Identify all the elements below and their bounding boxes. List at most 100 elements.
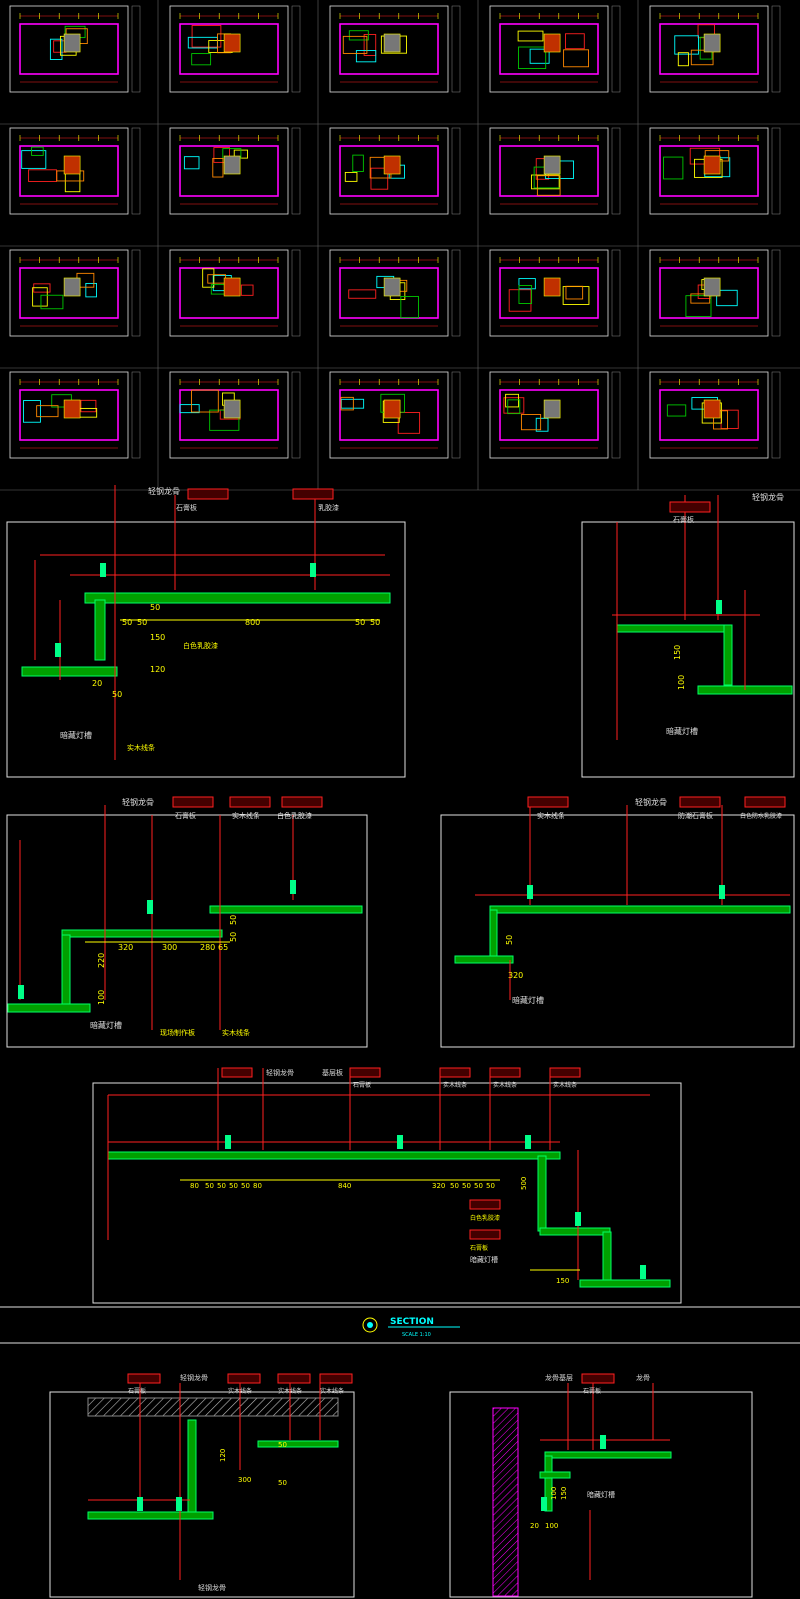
tag-box (229, 796, 271, 808)
dim-text: 50 (355, 618, 365, 627)
plan-wall (19, 23, 119, 75)
plan-wall (19, 389, 119, 441)
label-wood: 实木线条 (278, 1387, 302, 1395)
title-strip (611, 249, 621, 337)
hanger (137, 1497, 143, 1511)
room-outline (340, 396, 354, 411)
sheet-frame (9, 127, 129, 215)
plan-wall (339, 145, 439, 197)
tag-box (292, 488, 334, 500)
room-outline (397, 412, 421, 434)
label-gypsum: 石膏板 (673, 515, 694, 524)
soffit-drop (544, 1455, 553, 1512)
dim-text: 150 (556, 1277, 569, 1285)
dim-text: 50 (474, 1182, 483, 1190)
lower-board (579, 1279, 671, 1288)
sheet-frame (169, 249, 289, 337)
dim-text: 65 (218, 943, 228, 952)
hanger (225, 1135, 231, 1149)
tag-box (439, 1067, 471, 1078)
room-outline (505, 393, 519, 408)
plan-feature (223, 33, 241, 53)
tag-box (127, 1373, 161, 1384)
hanger (55, 643, 61, 657)
plan-wall (19, 145, 119, 197)
tag-box (187, 488, 229, 500)
dim-text: 100 (545, 1522, 558, 1530)
label-white-latex: 白色乳胶漆 (183, 641, 218, 650)
soffit-drop (61, 934, 71, 1006)
dim-text: 50 (241, 1182, 250, 1190)
soffit-drop (94, 599, 106, 661)
label-hidden-light: 暗藏灯槽 (587, 1490, 615, 1499)
dim-text: 50 (486, 1182, 495, 1190)
plan-feature (383, 277, 401, 297)
dim-text: 50 (505, 935, 514, 945)
room-outline (191, 53, 212, 66)
room-outline (663, 156, 684, 180)
label-keel-base: 龙骨基层 (545, 1373, 573, 1382)
dim-text: 320 (432, 1182, 445, 1190)
room-outline (352, 154, 364, 172)
room-outline (716, 289, 738, 307)
tag-box (527, 796, 569, 808)
detail-7-frame (449, 1391, 753, 1598)
plan-wall (659, 23, 759, 75)
hanger (541, 1497, 547, 1511)
section-scale: SCALE 1:10 (402, 1332, 431, 1338)
room-outline (507, 399, 521, 415)
plan-wall (339, 389, 439, 441)
sheet-frame (9, 371, 129, 459)
plan-feature (223, 155, 241, 175)
floor-plan-sheet-grid (0, 0, 800, 491)
lower-board (454, 955, 514, 964)
plan-feature (63, 277, 81, 297)
detail-2: 轻钢龙骨 石膏板 暗藏灯槽 150 100 (581, 492, 795, 778)
title-strip (451, 5, 461, 93)
label-gypsum: 石膏板 (128, 1387, 146, 1395)
sheet-frame (489, 5, 609, 93)
title-strip (771, 127, 781, 215)
room-outline (191, 389, 219, 413)
room-outline (713, 410, 728, 430)
room-outline (183, 156, 200, 170)
title-strip (771, 371, 781, 459)
title-strip (291, 127, 301, 215)
room-outline (565, 33, 585, 50)
tag-box (469, 1199, 501, 1210)
dim-text: 280 (200, 943, 215, 952)
dim-text: 100 (550, 1487, 558, 1500)
room-outline (202, 268, 215, 288)
dim-text: 120 (219, 1449, 227, 1462)
label-hidden-light: 暗藏灯槽 (90, 1020, 122, 1030)
room-outline (690, 49, 714, 66)
plan-wall (659, 267, 759, 319)
plan-wall (499, 389, 599, 441)
plan-wall (499, 267, 599, 319)
tag-box (679, 796, 721, 808)
room-outline (685, 295, 712, 318)
plan-wall (659, 145, 759, 197)
room-outline (80, 399, 97, 413)
dim-text: 50 (229, 915, 238, 925)
dim-text: 50 (229, 1182, 238, 1190)
title-strip (131, 127, 141, 215)
trim-board (539, 1471, 571, 1479)
tag-box (469, 1229, 501, 1240)
room-outline (348, 30, 369, 41)
detail-4-frame (440, 814, 795, 1048)
room-outline (518, 278, 536, 290)
label-wood: 实木线条 (553, 1081, 577, 1089)
label-wood: 实木线条 (228, 1387, 252, 1395)
hanger (18, 985, 24, 999)
room-outline (23, 400, 41, 423)
detail-4: 实木线条 轻钢龙骨 防潮石膏板 白色防水乳胶漆 暗藏灯槽 50 320 (440, 796, 795, 1048)
label-wood: 实木线条 (443, 1081, 467, 1089)
soffit-drop (537, 1155, 547, 1232)
label-gypsum: 石膏板 (176, 503, 197, 512)
sheet-frame (169, 127, 289, 215)
dim-text: 500 (520, 1177, 528, 1190)
dim-text: 50 (450, 1182, 459, 1190)
tag-box (669, 501, 711, 513)
